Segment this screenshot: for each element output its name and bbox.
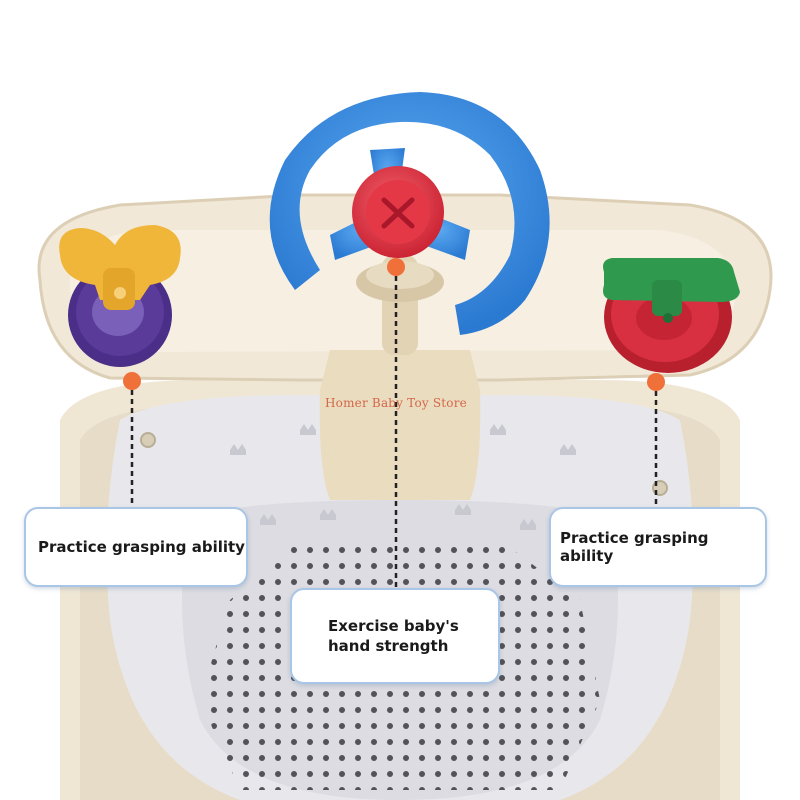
marker-dot-left [123,372,141,390]
store-watermark: Homer Baby Toy Store [325,396,467,410]
callout-left: Practice grasping ability [24,507,248,587]
callout-center-line2: hand strength [328,637,449,655]
steering-column [319,350,481,500]
leader-lines [130,276,658,590]
right-knob-toy [603,258,740,373]
callout-center-line1: Exercise baby's [328,617,459,635]
marker-dot-right [647,373,665,391]
callout-center: Exercise baby's hand strength [290,588,500,684]
callout-left-text: Practice grasping ability [38,538,245,556]
left-knob-toy [59,225,181,367]
callout-right-text: Practice grasping ability [560,529,709,565]
marker-dot-center [387,258,405,276]
marker-dots [123,258,665,391]
crown-decorations [230,424,576,530]
callout-right: Practice grasping ability [549,507,767,587]
